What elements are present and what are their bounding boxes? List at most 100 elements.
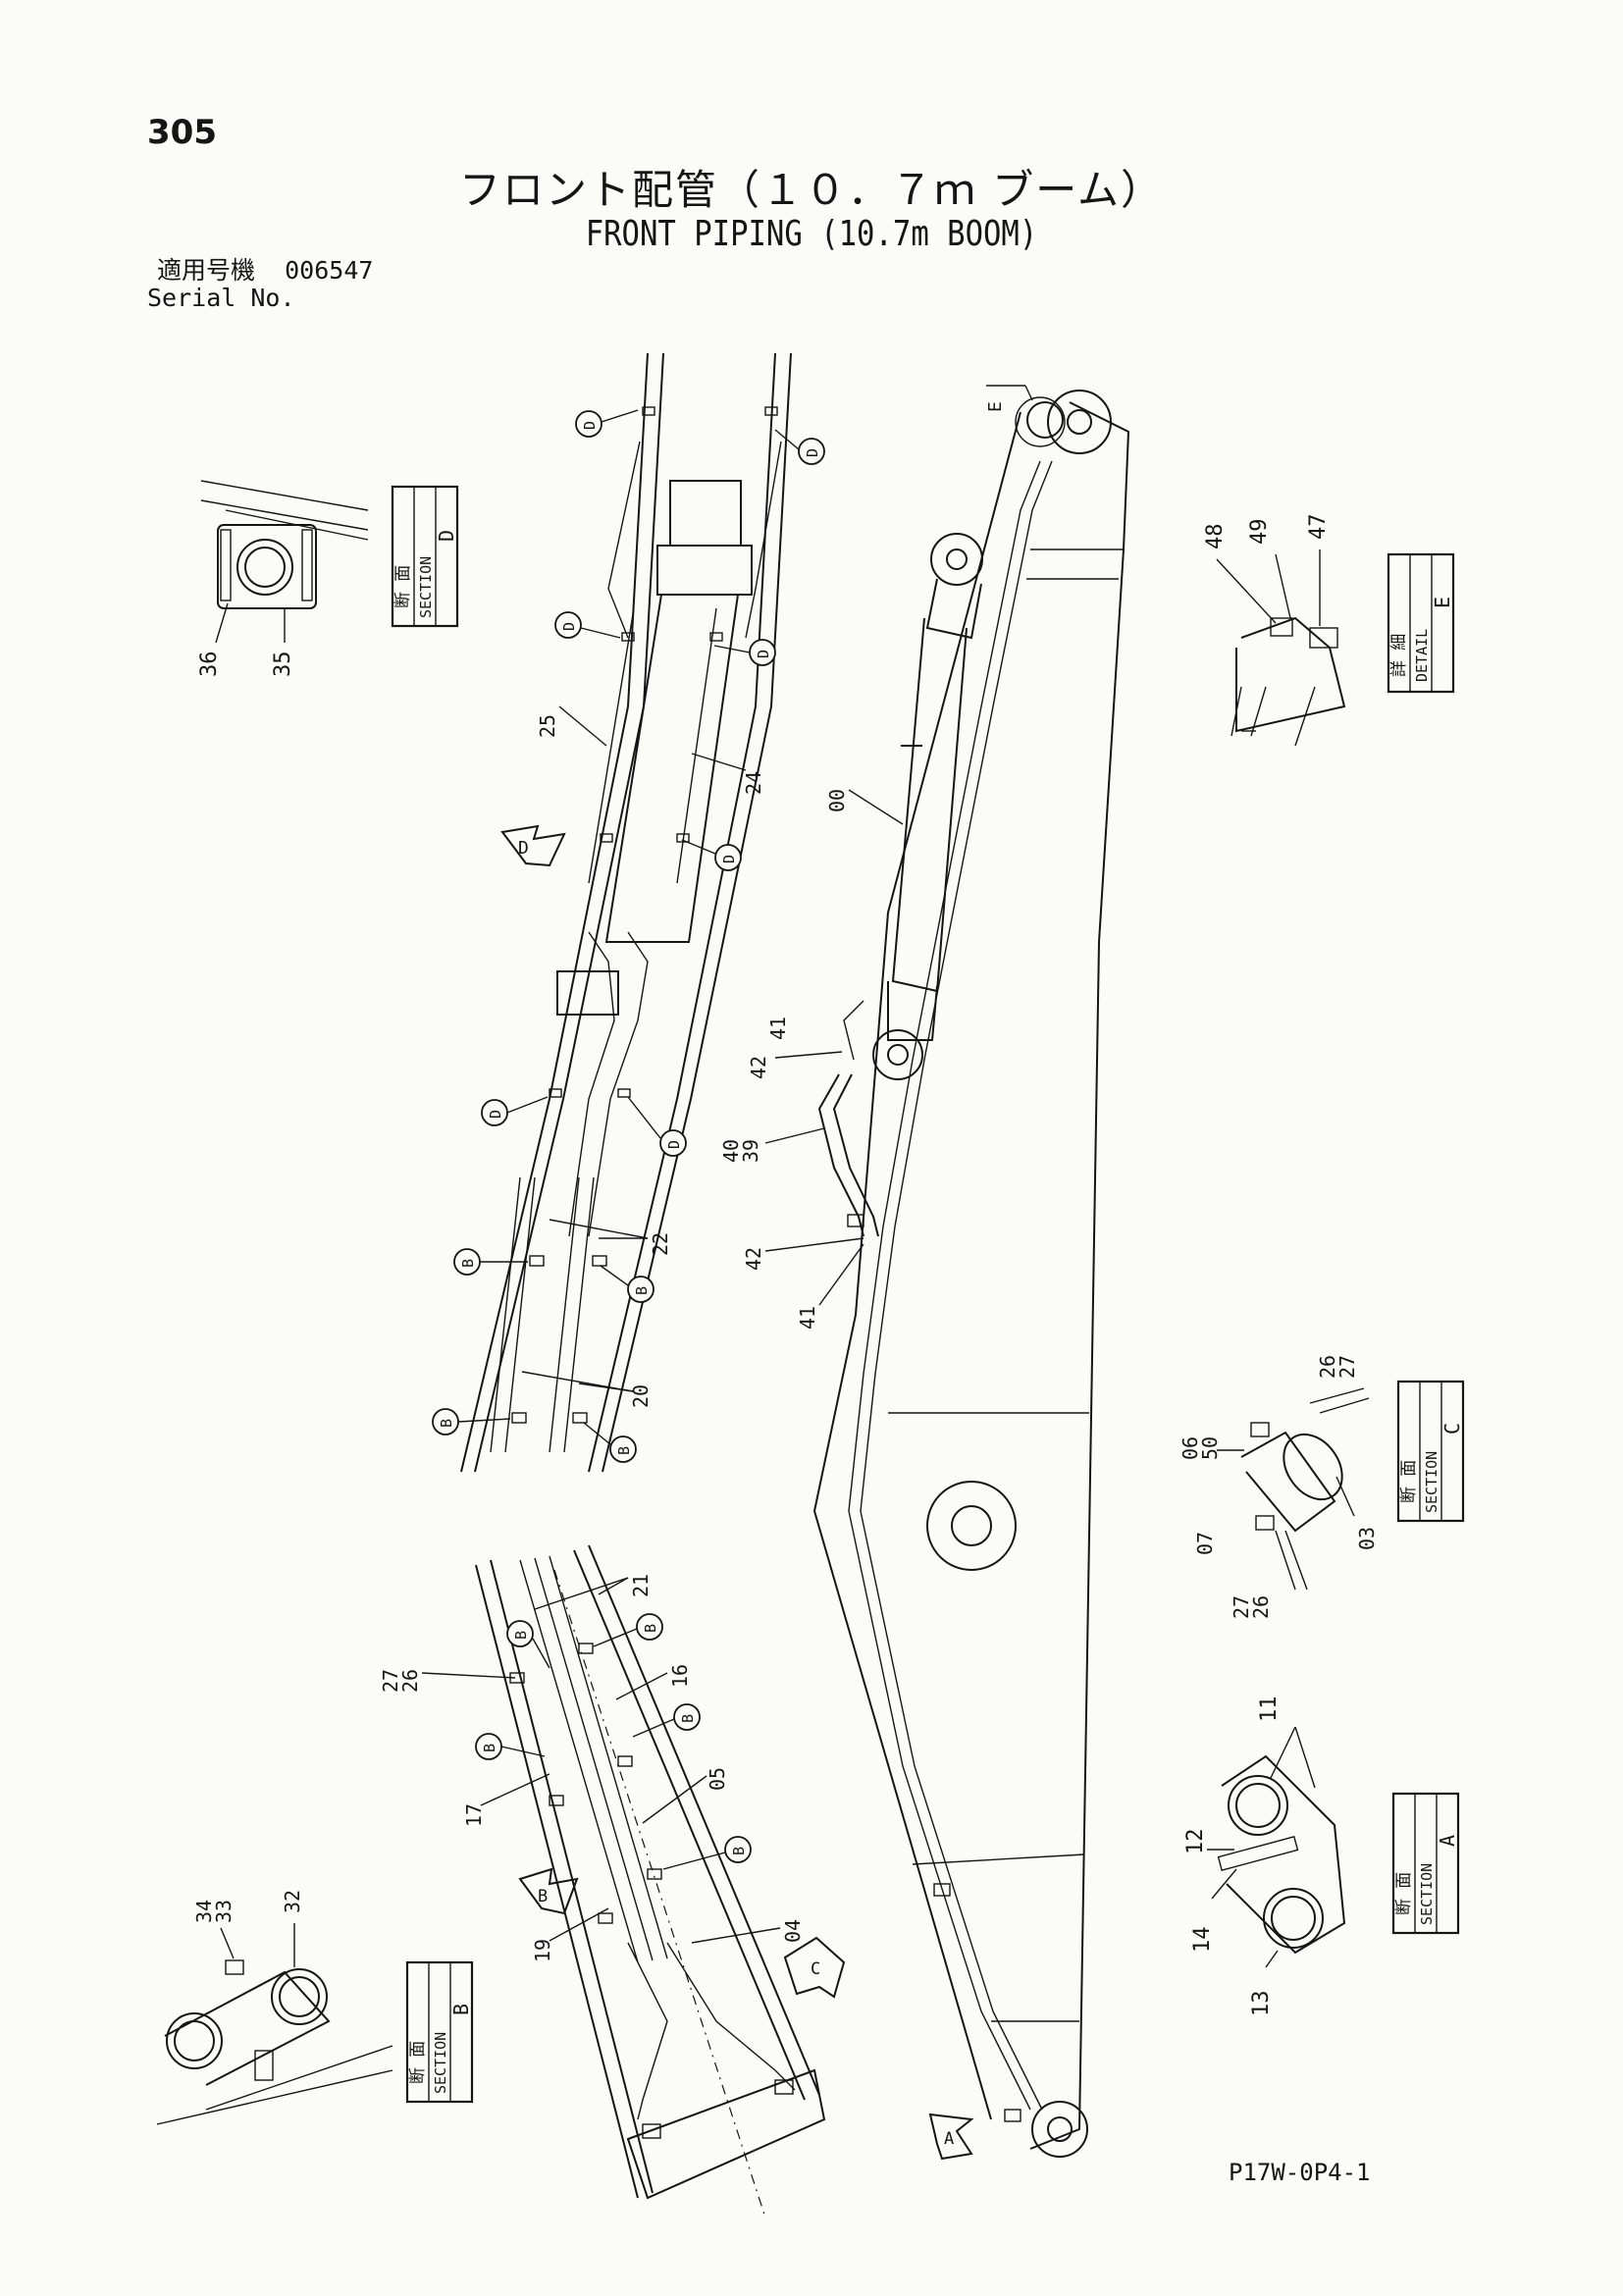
- detail-e-jp: 詳 細: [1389, 634, 1409, 677]
- serial-label-jp: 適用号機: [157, 256, 256, 285]
- svg-text:D: D: [720, 855, 738, 863]
- bubble-b-6: B: [593, 1613, 663, 1647]
- section-a-jp: 断 面: [1394, 1872, 1414, 1915]
- lower-boom-callouts: 21 27 26 16 17 05 19 04: [379, 1574, 805, 1962]
- detail-e-letter: E: [1431, 597, 1454, 608]
- callout-14: 14: [1190, 1927, 1215, 1954]
- section-a-en: SECTION: [1418, 1863, 1436, 1925]
- callout-c-26b: 26: [1249, 1595, 1273, 1619]
- callout-34: 34: [192, 1900, 216, 1923]
- callout-c-26: 26: [1316, 1355, 1339, 1379]
- view-arrow-d: D: [500, 824, 566, 867]
- section-d-letter: D: [435, 530, 458, 542]
- callout-13: 13: [1249, 1991, 1274, 2017]
- bubble-d-3: D: [554, 611, 621, 639]
- bubble-d-7: D: [627, 1096, 687, 1157]
- svg-text:B: B: [633, 1286, 651, 1295]
- section-b-detail: 34 33 32 断 面 SECTION B: [156, 1890, 474, 2125]
- serial-number-block: 適用号機 006547 Serial No.: [147, 257, 373, 312]
- boom-cylinder: [843, 533, 983, 1080]
- upper-boom-callouts: 25 24 22 20: [521, 705, 765, 1408]
- callout-03: 03: [1355, 1527, 1379, 1550]
- svg-text:B: B: [459, 1259, 477, 1268]
- page-number: 305: [147, 113, 217, 152]
- callout-00: 00: [825, 789, 849, 812]
- svg-text:B: B: [512, 1631, 530, 1640]
- section-c-detail: 26 27 06 50 07 27 26 03 断 面 SECTION C: [1178, 1355, 1465, 1619]
- callout-27-lower: 27: [379, 1669, 402, 1693]
- callout-35: 35: [271, 652, 295, 678]
- section-c-jp: 断 面: [1399, 1460, 1419, 1503]
- callout-21: 21: [629, 1574, 653, 1597]
- svg-text:B: B: [615, 1446, 633, 1455]
- detail-e-detail: 48 49 47 詳 細 DETAIL E: [1203, 514, 1455, 747]
- view-arrow-b-letter: B: [538, 1887, 548, 1906]
- callout-41-upper: 41: [766, 1017, 790, 1040]
- callout-24: 24: [742, 771, 765, 795]
- bubble-b-3: B: [432, 1408, 511, 1435]
- bubble-b-2: B: [600, 1265, 654, 1303]
- lower-boom-piping-view: [475, 1544, 826, 2218]
- bubble-b-8: B: [475, 1733, 546, 1760]
- callout-32: 32: [281, 1890, 304, 1913]
- bubble-b-7: B: [632, 1703, 701, 1738]
- svg-text:B: B: [481, 1744, 498, 1752]
- callout-42-upper: 42: [747, 1056, 770, 1079]
- callout-48: 48: [1203, 524, 1228, 550]
- section-b-letter: B: [449, 2004, 473, 2015]
- section-d-jp: 断 面: [393, 565, 413, 608]
- callout-22: 22: [649, 1232, 672, 1256]
- section-d-detail: 断 面 SECTION D 36 35: [197, 480, 459, 678]
- bubble-d-1: D: [575, 409, 639, 438]
- detail-e-label-box: 詳 細 DETAIL E: [1387, 552, 1455, 694]
- callout-42-lower: 42: [742, 1247, 765, 1271]
- section-b-jp: 断 面: [408, 2041, 428, 2084]
- view-arrow-c-letter: C: [811, 1959, 820, 1979]
- callout-41-lower: 41: [796, 1306, 819, 1330]
- svg-text:D: D: [665, 1140, 683, 1149]
- bubble-b-4: B: [583, 1422, 637, 1463]
- section-b-en: SECTION: [432, 2032, 449, 2094]
- callout-12: 12: [1183, 1829, 1208, 1855]
- section-c-label-box: 断 面 SECTION C: [1396, 1380, 1465, 1523]
- svg-text:D: D: [804, 448, 821, 457]
- view-arrow-a-letter: A: [944, 2129, 954, 2149]
- svg-text:B: B: [730, 1847, 748, 1855]
- callout-20: 20: [629, 1384, 653, 1408]
- callout-19: 19: [531, 1939, 554, 1962]
- section-d-label-box: 断 面 SECTION D: [391, 485, 459, 628]
- side-boom-callouts: 00 41 42 40 39 42 41: [719, 789, 904, 1330]
- main-boom-side-view: [812, 390, 1130, 2158]
- callout-05: 05: [706, 1767, 729, 1791]
- bubble-d-2: D: [774, 429, 825, 465]
- callout-06: 06: [1178, 1436, 1202, 1460]
- section-d-en: SECTION: [417, 556, 435, 618]
- svg-text:B: B: [642, 1624, 659, 1633]
- section-c-letter: C: [1440, 1423, 1464, 1435]
- section-b-label-box: 断 面 SECTION B: [405, 1960, 474, 2104]
- callout-33: 33: [212, 1900, 236, 1923]
- view-marker-e: E: [985, 385, 1066, 447]
- bubble-b-1: B: [453, 1248, 528, 1276]
- callout-11: 11: [1257, 1696, 1282, 1723]
- view-arrow-d-letter: D: [518, 838, 529, 859]
- callout-50: 50: [1198, 1436, 1222, 1460]
- view-arrow-b: B: [518, 1867, 579, 1915]
- svg-text:D: D: [487, 1110, 504, 1119]
- clamp-marks-upper: [511, 406, 778, 1424]
- callout-39: 39: [739, 1139, 762, 1163]
- bubble-b-9: B: [662, 1836, 752, 1870]
- callout-c-27: 27: [1335, 1355, 1359, 1379]
- serial-label-en: Serial No.: [147, 284, 295, 312]
- callout-04: 04: [781, 1919, 805, 1943]
- upper-boom-piping-view: [460, 352, 792, 1473]
- section-c-en: SECTION: [1423, 1451, 1440, 1513]
- bubble-callouts: D D D D D D D B B B B B B B B B: [432, 409, 825, 1870]
- page-title-japanese: フロント配管（１０．７ｍ ブーム）: [458, 166, 1165, 214]
- callout-49: 49: [1247, 519, 1272, 546]
- svg-text:D: D: [560, 622, 578, 631]
- detail-e-en: DETAIL: [1413, 629, 1431, 682]
- page-title-english: FRONT PIPING (10.7m BOOM): [585, 214, 1038, 254]
- callout-25: 25: [536, 714, 559, 738]
- callout-26-lower: 26: [398, 1669, 422, 1693]
